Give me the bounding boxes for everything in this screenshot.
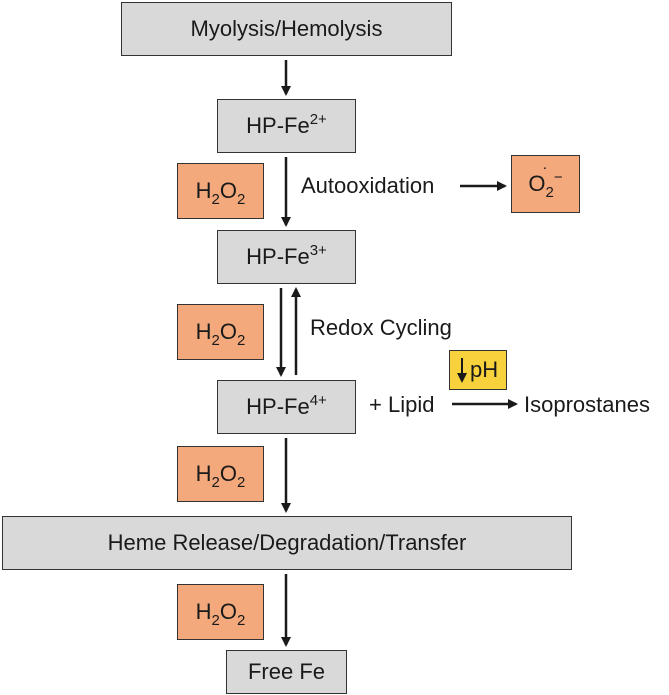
free-fe-box: Free Fe — [226, 650, 347, 694]
isoprostanes-label: Isoprostanes — [524, 392, 650, 417]
h2o2-label: H2O2 — [195, 461, 246, 491]
superoxide-box: O2·− — [511, 155, 580, 213]
heme-release-label: Heme Release/Degradation/Transfer — [107, 530, 467, 555]
hp-fe3-label: HP-Fe3+ — [246, 242, 327, 269]
ph-box: pH — [449, 350, 507, 390]
autooxidation-label: Autooxidation — [301, 173, 435, 198]
h2o2-box-2: H2O2 — [177, 304, 264, 360]
lipid-label: + Lipid — [369, 392, 435, 417]
redox-cycling-label: Redox Cycling — [310, 315, 452, 340]
myolysis-hemolysis-box: Myolysis/Hemolysis — [121, 2, 452, 56]
hp-fe2-label: HP-Fe2+ — [246, 111, 327, 138]
h2o2-label: H2O2 — [195, 319, 246, 349]
hp-fe4-label: HP-Fe4+ — [246, 392, 327, 419]
down-arrow-icon — [457, 358, 467, 383]
superoxide-label: O2·− — [528, 159, 563, 201]
hp-fe2-box: HP-Fe2+ — [217, 99, 356, 153]
free-fe-label: Free Fe — [247, 659, 326, 684]
h2o2-box-1: H2O2 — [177, 163, 264, 219]
h2o2-box-4: H2O2 — [177, 584, 264, 640]
h2o2-label: H2O2 — [195, 599, 246, 629]
hp-fe3-box: HP-Fe3+ — [217, 230, 356, 284]
ph-label: pH — [470, 357, 499, 382]
myolysis-hemolysis-label: Myolysis/Hemolysis — [190, 16, 383, 41]
h2o2-label: H2O2 — [195, 178, 246, 208]
heme-release-box: Heme Release/Degradation/Transfer — [2, 516, 572, 570]
h2o2-box-3: H2O2 — [177, 446, 264, 502]
hp-fe4-box: HP-Fe4+ — [217, 380, 356, 434]
